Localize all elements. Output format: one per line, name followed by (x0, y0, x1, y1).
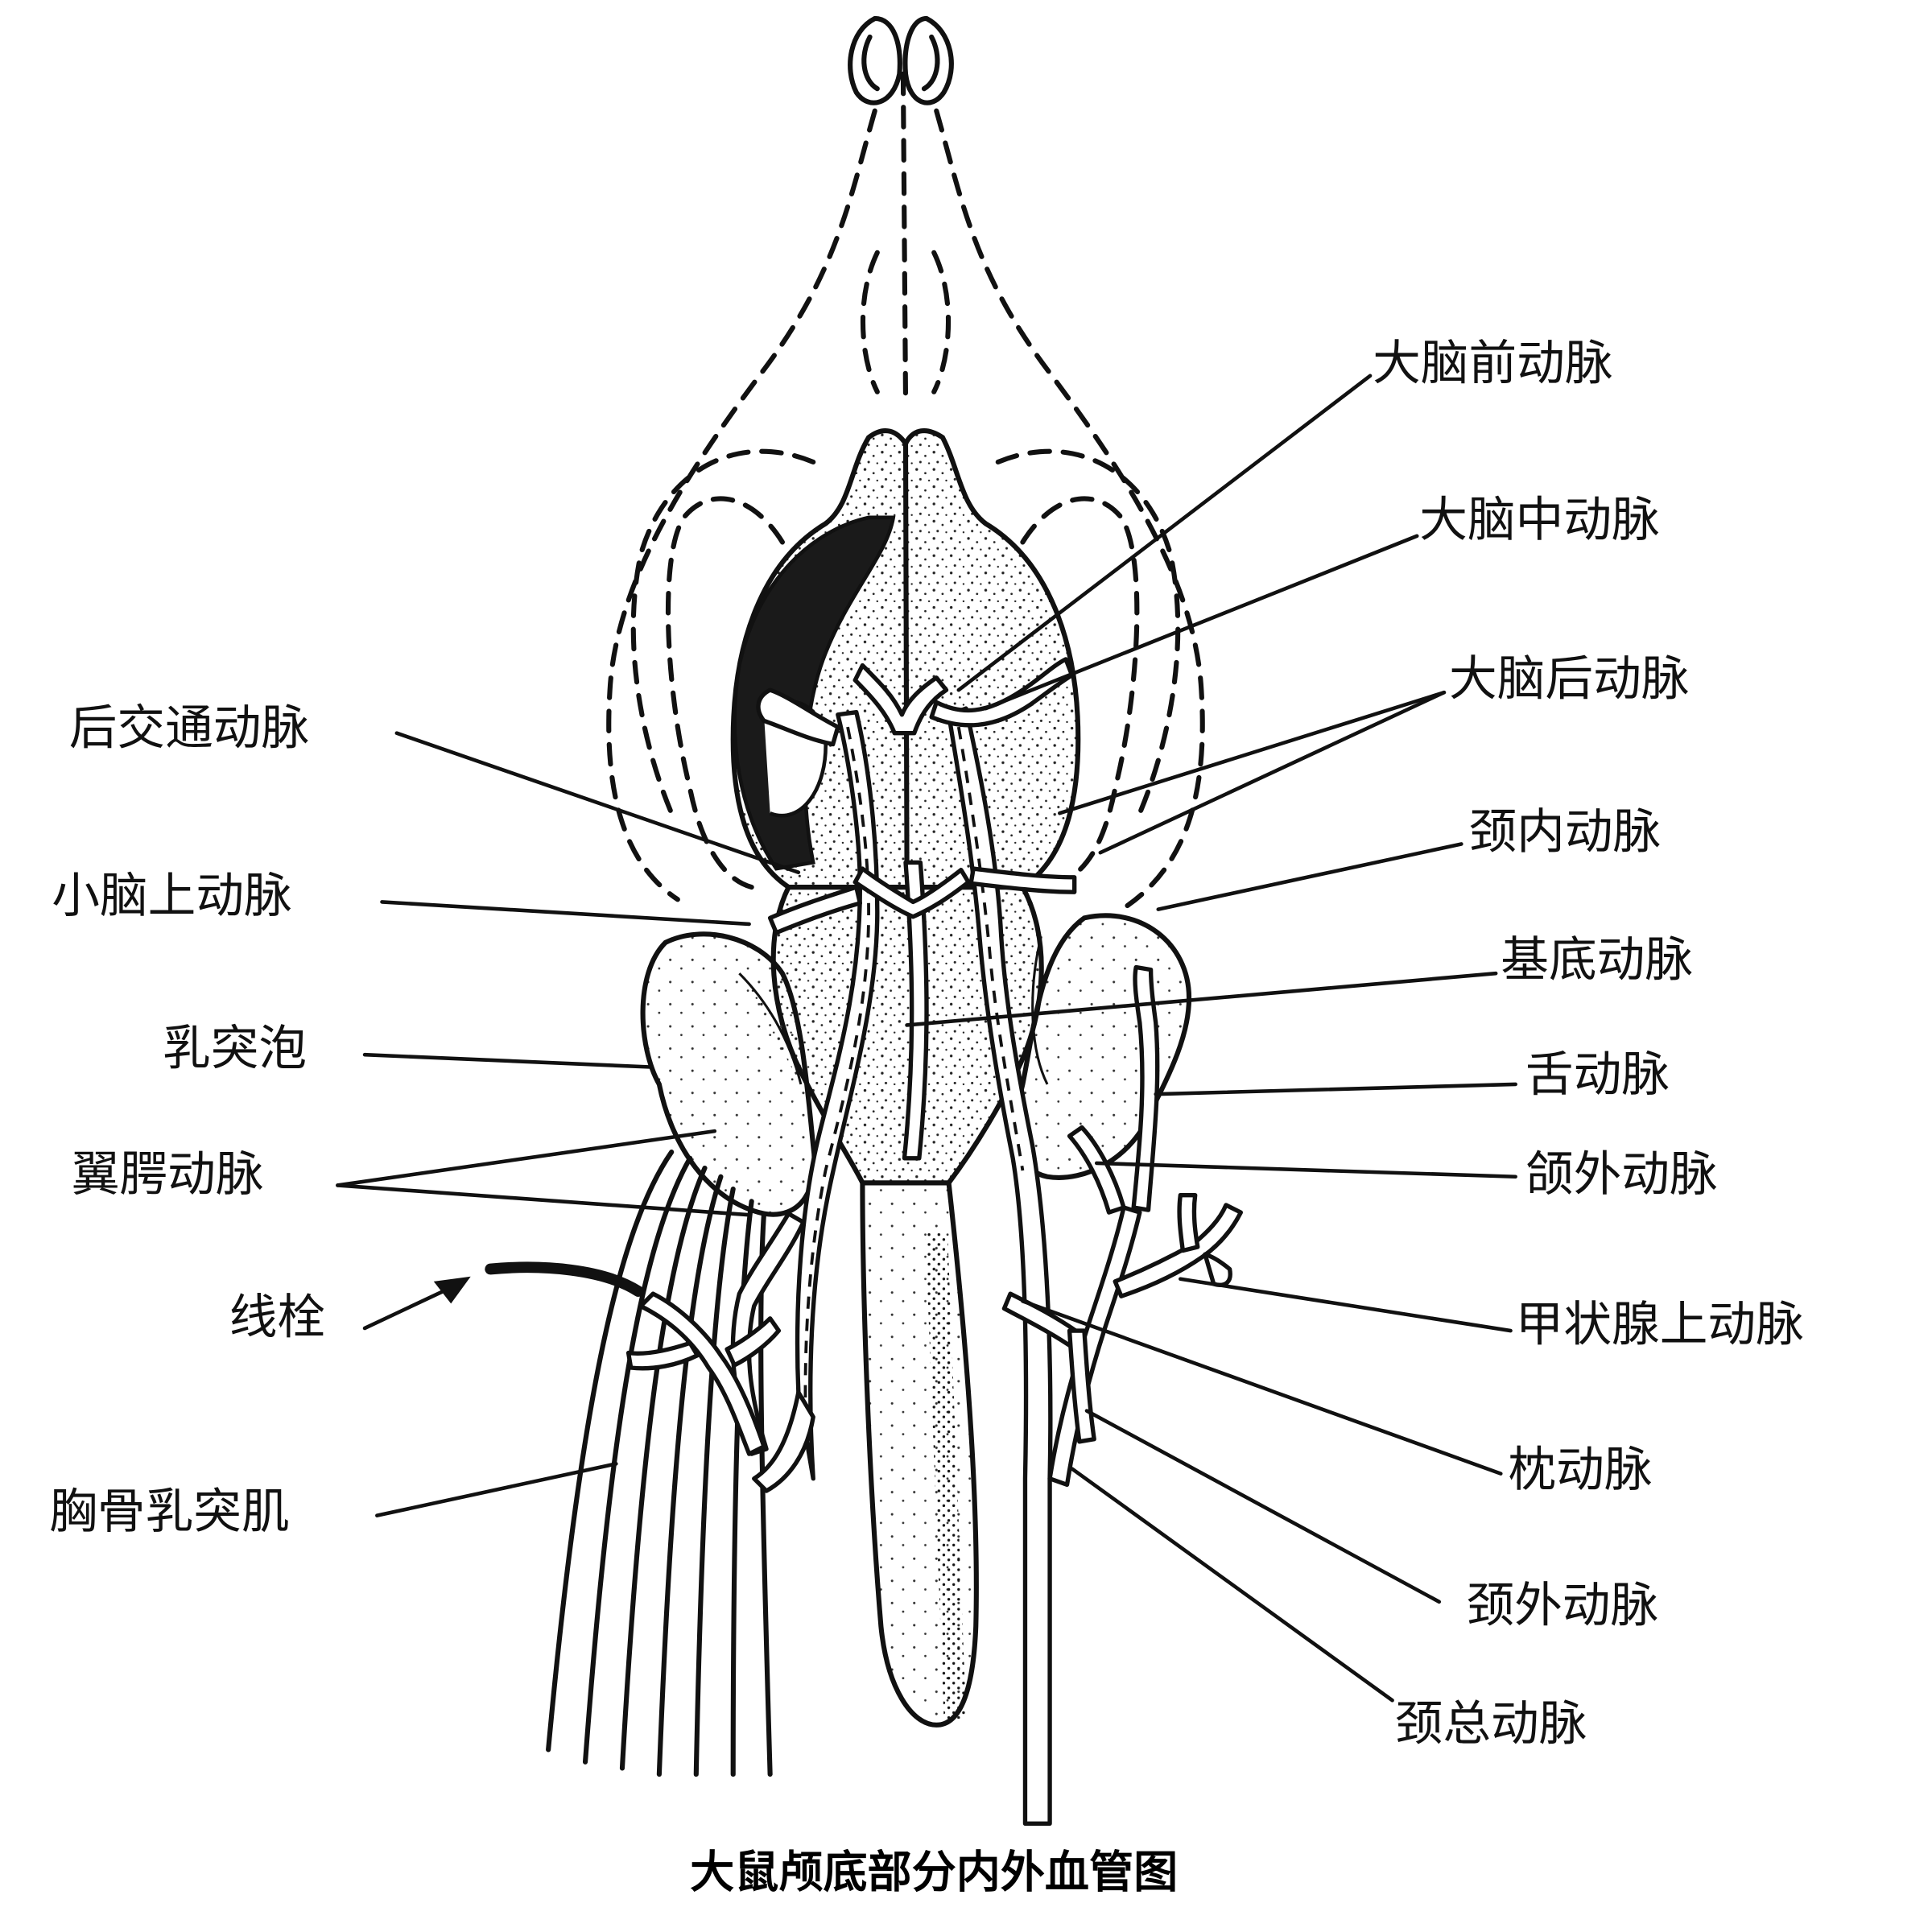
label-sternomastoid-muscle: 胸骨乳突肌 (49, 1484, 289, 1540)
label-internal-carotid-artery: 颈内动脉 (1468, 804, 1661, 860)
label-superior-thyroid-artery: 甲状腺上动脉 (1516, 1298, 1804, 1353)
label-external-carotid-artery: 颈外动脉 (1466, 1579, 1658, 1634)
sternomastoid-muscle (548, 1152, 770, 1774)
label-occipital-artery: 枕动脉 (1508, 1443, 1652, 1498)
label-anterior-cerebral-artery: 大脑前动脉 (1373, 336, 1612, 392)
figure-caption: 大鼠颅底部分内外血管图 (690, 1847, 1178, 1898)
label-embolus-thread: 线栓 (229, 1290, 325, 1345)
label-basilar-artery: 基底动脉 (1501, 933, 1693, 989)
label-posterior-communicating-artery: 后交通动脉 (69, 701, 309, 757)
brain-base (733, 431, 1079, 887)
labels-left: 后交通动脉 小脑上动脉 乳突泡 翼腭动脉 线栓 胸骨乳突肌 (49, 701, 325, 1540)
label-external-maxillary-artery: 颌外动脉 (1525, 1147, 1718, 1203)
olfactory-bulbs (850, 19, 952, 103)
label-common-carotid-artery: 颈总动脉 (1395, 1696, 1587, 1752)
label-superior-cerebellar-artery: 小脑上动脉 (52, 869, 291, 924)
label-lingual-artery: 舌动脉 (1525, 1047, 1670, 1103)
label-pterygopalatine-artery: 翼腭动脉 (72, 1147, 264, 1203)
labels-right: 大脑前动脉 大脑中动脉 大脑后动脉 颈内动脉 基底动脉 舌动脉 颌外动脉 甲状腺… (1373, 336, 1804, 1752)
label-tympanic-bulla: 乳突泡 (163, 1022, 307, 1077)
label-middle-cerebral-artery: 大脑中动脉 (1419, 493, 1659, 548)
label-posterior-cerebral-artery: 大脑后动脉 (1449, 652, 1689, 708)
